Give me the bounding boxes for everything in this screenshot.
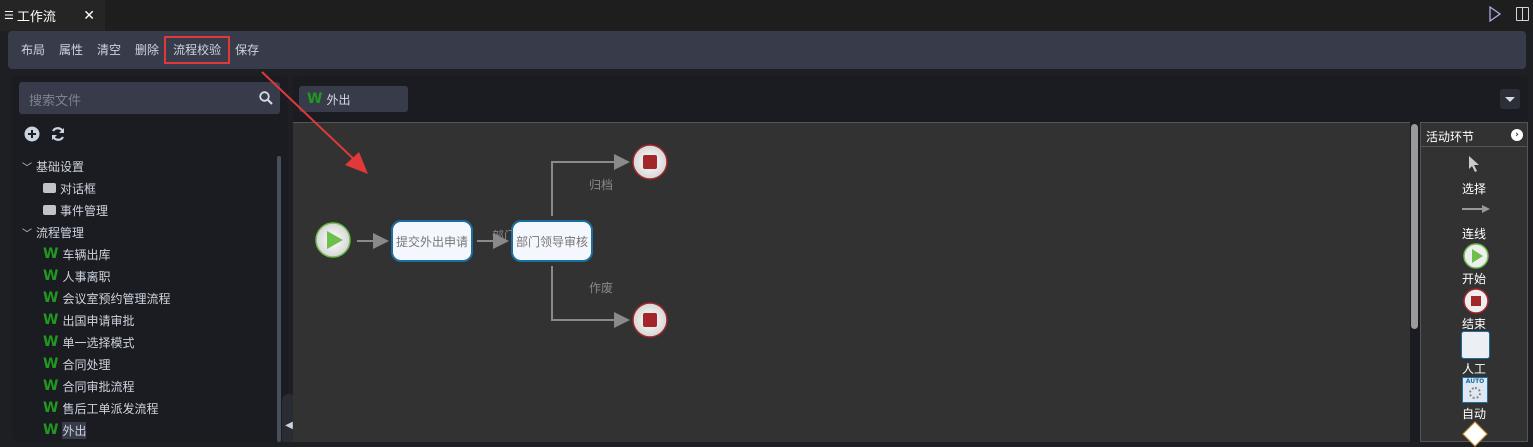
tree-item-label: 流程管理 (36, 225, 85, 240)
workflow-icon: W (43, 422, 59, 438)
palette-header: 活动环节 › (1421, 123, 1527, 147)
start-icon[interactable] (1463, 243, 1489, 269)
task-node (391, 220, 473, 262)
tree-item-label: 会议室预约管理流程 (62, 291, 171, 306)
end-event[interactable] (632, 302, 668, 338)
delete-button[interactable]: 删除 (135, 43, 160, 57)
workflow-icon: W (43, 356, 59, 372)
activity-palette: 活动环节 › 选择 连线 开始 结束 人工 AUTO 自动 (1420, 122, 1528, 447)
edge-label: 部门 (492, 229, 512, 243)
expand-icon[interactable]: › (1511, 129, 1523, 141)
tree-scrollbar[interactable] (277, 156, 281, 442)
file-panel (12, 76, 288, 442)
folder-icon (43, 183, 56, 193)
tree-item-label: 单一选择模式 (62, 335, 135, 350)
palette-title: 活动环节 (1426, 130, 1475, 144)
tab-title: 工作流 (16, 10, 56, 25)
palette-item-manual[interactable]: 人工 (1461, 362, 1486, 376)
workflow-icon: W (43, 400, 59, 416)
workflow-icon: W (43, 312, 59, 328)
search-icon[interactable] (259, 91, 273, 105)
tree-item-label: 售后工单派发流程 (62, 401, 159, 416)
tree-item-label: 外出 (62, 421, 87, 439)
file-tab-label: 外出 (326, 92, 351, 107)
properties-button[interactable]: 属性 (59, 43, 84, 57)
start-event[interactable] (315, 222, 351, 258)
collapse-panel-button[interactable]: ◀ (282, 394, 296, 442)
close-icon[interactable]: ✕ (83, 7, 95, 24)
tree-item[interactable]: 对话框 (18, 177, 278, 199)
tab-bar (0, 0, 1533, 31)
tree-item[interactable]: 事件管理 (18, 199, 278, 221)
file-tab[interactable]: W 外出 (299, 86, 408, 112)
tree-item-label: 合同审批流程 (62, 379, 135, 394)
save-button[interactable]: 保存 (235, 43, 260, 57)
refresh-icon[interactable] (50, 126, 66, 142)
validate-flow-button[interactable]: 流程校验 (164, 36, 231, 64)
menu-icon: ☰ (4, 9, 14, 22)
manual-task-icon[interactable] (1461, 331, 1490, 359)
tabs-dropdown-button[interactable] (1500, 89, 1520, 109)
clear-button[interactable]: 清空 (97, 43, 122, 57)
chevron-down-icon[interactable]: ﹀ (22, 228, 32, 240)
palette-item-end[interactable]: 结束 (1461, 317, 1486, 331)
task-node (511, 220, 593, 262)
add-icon[interactable] (24, 126, 40, 142)
connector-icon[interactable] (1462, 205, 1490, 213)
diagram-canvas[interactable] (293, 122, 1410, 442)
end-event[interactable] (632, 144, 668, 180)
workflow-icon: W (43, 268, 59, 284)
tree-item-label: 出国申请审批 (62, 313, 135, 328)
cursor-icon[interactable] (1468, 155, 1480, 173)
task-label: 提交外出申请 (395, 235, 468, 249)
palette-item-connect[interactable]: 连线 (1461, 227, 1486, 241)
palette-item-select[interactable]: 选择 (1461, 182, 1486, 196)
tree-item-label: 车辆出库 (62, 247, 111, 262)
edge-label: 归档 (589, 178, 614, 192)
tree-item-label: 基础设置 (36, 159, 85, 174)
folder-icon (43, 205, 56, 215)
palette-item-auto[interactable]: 自动 (1461, 407, 1486, 421)
workflow-icon: W (43, 334, 59, 350)
workflow-icon: W (43, 290, 59, 306)
tree-item[interactable]: ﹀ 流程管理 (18, 221, 278, 243)
run-icon[interactable] (1489, 6, 1501, 22)
tree-item-label: 对话框 (60, 181, 97, 196)
tree-item-label: 合同处理 (62, 357, 111, 372)
toolbar: 布局 属性 清空 删除 流程校验 保存 (8, 31, 1526, 69)
edge-label: 作废 (589, 281, 614, 295)
tree-item[interactable]: ﹀ 基础设置 (18, 155, 278, 177)
layout-button[interactable]: 布局 (21, 43, 46, 57)
tree-item-label: 人事离职 (62, 269, 111, 284)
tab-workflow[interactable]: ☰ 工作流 ✕ (0, 0, 105, 31)
end-icon[interactable] (1463, 288, 1489, 314)
canvas-scrollbar[interactable] (1411, 124, 1418, 329)
flow-edge (551, 266, 630, 328)
workflow-icon: W (43, 378, 59, 394)
palette-item-start[interactable]: 开始 (1461, 272, 1486, 286)
split-view-icon[interactable] (1516, 7, 1529, 21)
gateway-icon[interactable] (1462, 421, 1488, 447)
annotation-arrow (261, 71, 361, 166)
auto-task-icon[interactable]: AUTO (1462, 377, 1488, 403)
annotation-arrowhead (345, 152, 368, 174)
search-input[interactable]: 搜索文件 (19, 82, 280, 114)
workflow-icon: W (307, 91, 323, 107)
tree-item-label: 事件管理 (60, 203, 109, 218)
chevron-down-icon[interactable]: ﹀ (22, 162, 32, 174)
workflow-icon: W (43, 246, 59, 262)
flow-edge (551, 154, 630, 216)
task-label: 部门领导审核 (515, 235, 588, 249)
